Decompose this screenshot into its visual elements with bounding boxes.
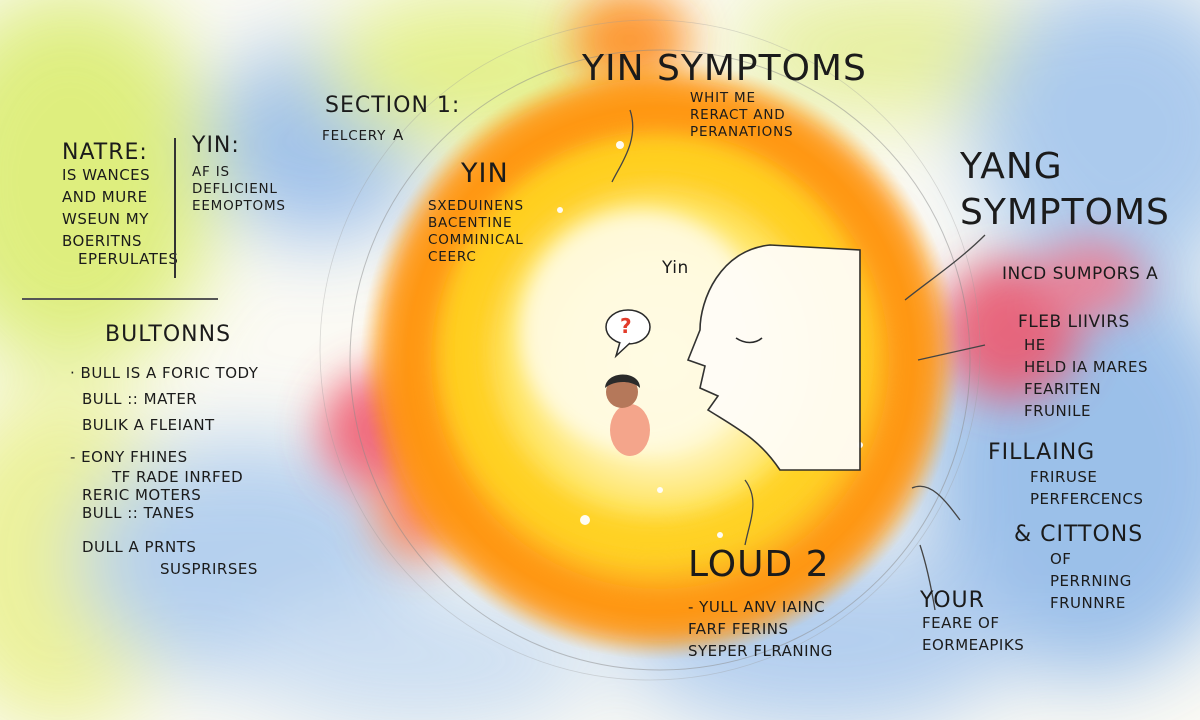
bultonns-item: - EONY FHINES <box>70 448 188 466</box>
right-list-lines: HE HELD IA MARES FEARITEN FRUNILE <box>1024 336 1149 420</box>
nature-footer: EPERULATES <box>78 250 179 268</box>
face-profile-icon <box>686 244 861 471</box>
bultonns-item: SUSPRIRSES <box>160 560 258 578</box>
section-marker: A <box>393 126 405 144</box>
filling-lines: FRIRUSE PERFERCENCS <box>1030 468 1144 508</box>
divider-vertical <box>174 138 176 278</box>
bultonns-item: BULIK A FLEIANT <box>82 416 215 434</box>
your-lines: FEARE OF EORMEAPIKS <box>922 614 1025 654</box>
section-title: SECTION 1: <box>325 93 461 118</box>
right-list-title: FLEB LIIVIRS <box>1018 312 1130 332</box>
yin-center-lines: SXEDUINENS BACENTINE COMMINICAL CEERC <box>428 198 524 265</box>
bultonns-title: BULTONNS <box>105 322 232 347</box>
main-title: YIN SYMPTOMS <box>582 48 867 89</box>
child-figure-icon <box>605 374 650 456</box>
arrow-icon <box>611 109 986 611</box>
speech-bubble-icon <box>605 309 651 359</box>
question-mark: ? <box>620 314 633 338</box>
bultonns-item: TF RADE INRFED <box>112 468 244 486</box>
yang-title: YANG SYMPTOMS <box>960 146 1170 233</box>
section-subtitle: FELCERY <box>322 128 387 144</box>
loud-title: LOUD 2 <box>688 544 830 585</box>
yang-subtitle: INCD SUMPORS A <box>1002 264 1159 284</box>
bultonns-item: DULL A PRNTS <box>82 538 197 556</box>
yin-side-title: YIN: <box>192 133 240 158</box>
yin-center-title: YIN <box>461 158 509 189</box>
nature-title: NATRE: <box>62 140 148 165</box>
bultonns-item: BULL :: MATER <box>82 390 198 408</box>
yin-small-label: Yin <box>662 258 689 278</box>
your-title: YOUR <box>920 588 985 613</box>
main-subtitle: WHIT ME RERACT AND PERANATIONS <box>690 90 794 140</box>
loud-lines: - YULL ANV IAINC FARF FERINS SYEPER FLRA… <box>688 598 833 660</box>
bultonns-item: · BULL IS A FORIC TODY <box>70 364 259 382</box>
bultonns-item: BULL :: TANES <box>82 504 195 522</box>
filling-title: FILLAING <box>988 440 1096 465</box>
yin-side-lines: AF IS DEFLICIENL EEMOPTOMS <box>192 164 286 214</box>
bultonns-item: RERIC MOTERS <box>82 486 202 504</box>
citions-lines: OF PERRNING FRUNNRE <box>1050 550 1132 612</box>
divider-horizontal <box>22 298 218 300</box>
nature-lines: IS WANCES AND MURE WSEUN MY BOERITNS <box>62 166 151 250</box>
citions-title: & CITTONS <box>1014 522 1144 547</box>
